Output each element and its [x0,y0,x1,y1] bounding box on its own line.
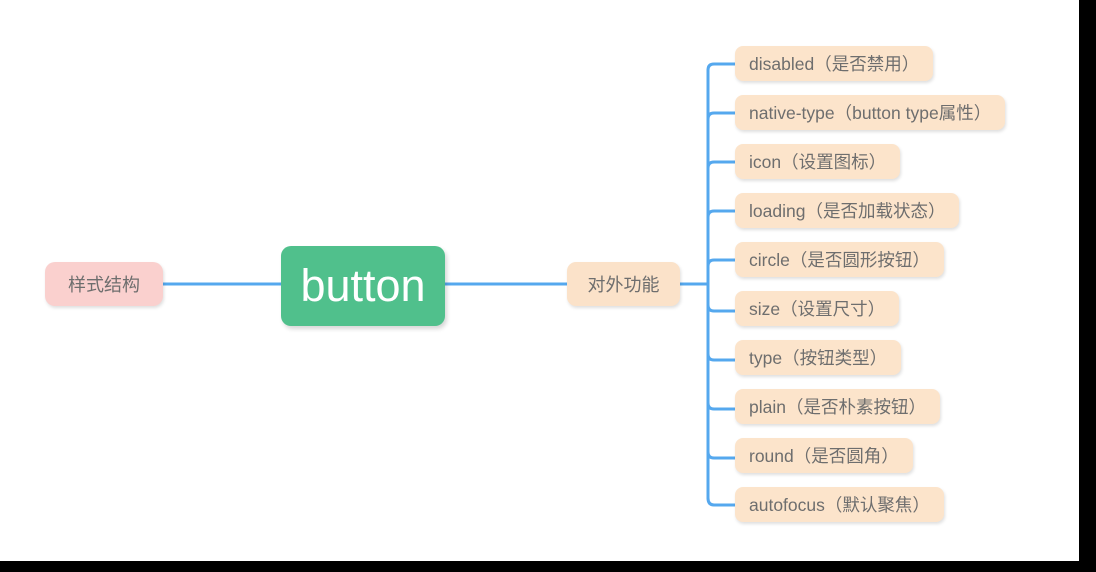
leaf-node-native-type[interactable]: native-type（button type属性） [735,95,1006,130]
connector-leaf-10 [706,496,737,507]
leaf-node-loading[interactable]: loading（是否加载状态） [735,193,960,228]
leaf-label: round（是否圆角） [749,446,899,466]
leaf-label: type（按钮类型） [749,348,888,368]
connector-leaf-4 [706,209,737,219]
connector-leaf-3 [706,160,737,170]
connector-leaf-5 [706,258,737,268]
leaf-node-autofocus[interactable]: autofocus（默认聚焦） [735,487,944,522]
connector-leaf-1 [706,62,737,72]
leaf-label: plain（是否朴素按钮） [749,397,926,417]
leaf-node-size[interactable]: size（设置尺寸） [735,291,900,326]
leaf-label: native-type（button type属性） [749,103,992,123]
frame-border-bottom [0,561,1096,572]
connector-leaf-6 [706,303,737,313]
connector-leaf-8 [706,401,737,411]
leaf-label: size（设置尺寸） [749,299,886,319]
leaf-node-disabled[interactable]: disabled（是否禁用） [735,46,934,81]
leaf-node-icon[interactable]: icon（设置图标） [735,144,901,179]
connector-leaf-2 [706,111,737,121]
leaf-node-round[interactable]: round（是否圆角） [735,438,913,473]
connector-leaf-7 [706,352,737,362]
frame-border-right [1079,0,1096,572]
node-external-features[interactable]: 对外功能 [567,262,680,306]
leaf-label: autofocus（默认聚焦） [749,495,930,515]
leaf-label: circle（是否圆形按钮） [749,250,930,270]
leaf-label: disabled（是否禁用） [749,54,920,74]
node-root-button-label: button [300,260,426,311]
node-root-button[interactable]: button [281,246,445,326]
leaf-label: loading（是否加载状态） [749,201,946,221]
node-style-structure-label: 样式结构 [68,275,140,295]
connector-leaf-9 [706,450,737,460]
leaf-label: icon（设置图标） [749,152,887,172]
leaf-node-circle[interactable]: circle（是否圆形按钮） [735,242,944,277]
node-external-features-label: 对外功能 [587,275,660,295]
leaf-node-type[interactable]: type（按钮类型） [735,340,902,375]
node-style-structure[interactable]: 样式结构 [45,262,163,306]
leaf-node-plain[interactable]: plain（是否朴素按钮） [735,389,940,424]
